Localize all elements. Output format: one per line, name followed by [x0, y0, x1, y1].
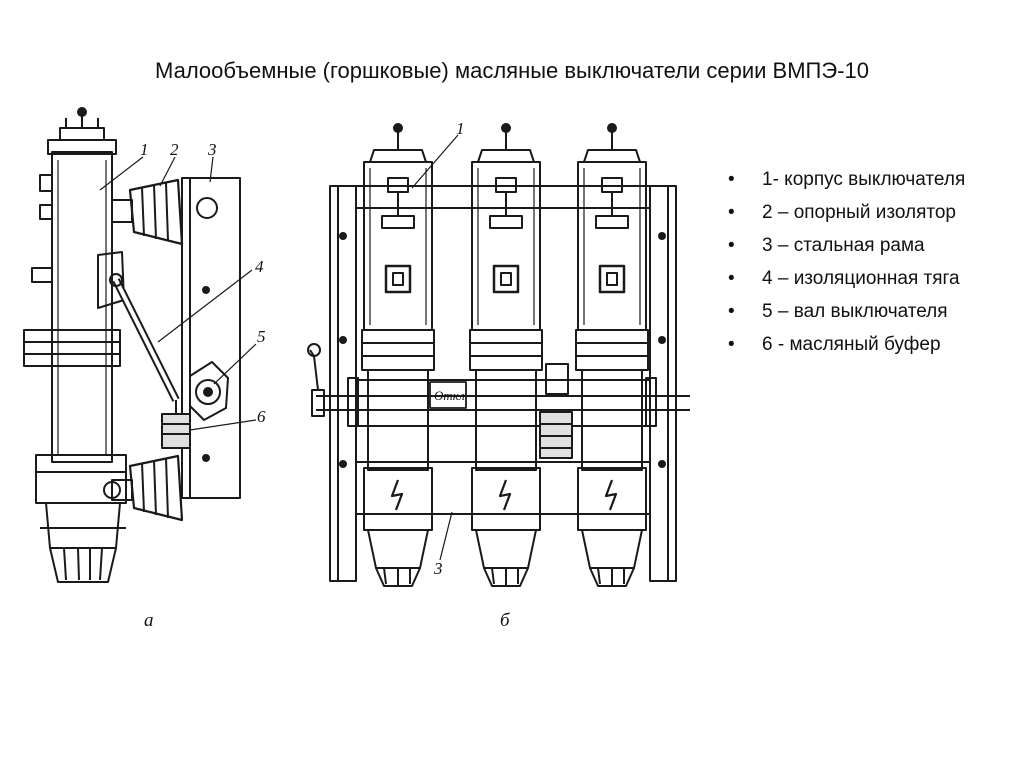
- bullet-icon: •: [728, 202, 735, 223]
- legend-item-text: 6 - масляный буфер: [762, 334, 941, 355]
- callout-b-3: 3: [433, 559, 443, 578]
- bullet-icon: •: [728, 301, 735, 322]
- callout-a-3: 3: [207, 140, 217, 159]
- oil-buffer-b: [539, 363, 573, 459]
- legend-item-text: 5 – вал выключателя: [762, 301, 948, 322]
- legend-item-text: 3 – стальная рама: [762, 235, 925, 256]
- breaker-shaft: [189, 361, 229, 421]
- top-beam: [355, 185, 651, 209]
- pole-1: [361, 123, 435, 587]
- legend-item: • 3 – стальная рама: [728, 232, 1018, 259]
- frame-left-post: [329, 185, 357, 582]
- frame-hole: [196, 197, 218, 219]
- front-view-b: Откл 1 3 б: [307, 119, 690, 631]
- pole-3: [575, 123, 649, 587]
- legend-item: • 1- корпус выключателя: [728, 166, 1018, 193]
- callouts-a: [99, 156, 257, 431]
- drive-shaft: [307, 343, 690, 427]
- insulating-rod: [109, 273, 180, 402]
- off-indicator-label: Откл: [434, 388, 465, 403]
- legend-item-text: 4 – изоляционная тяга: [762, 268, 960, 289]
- bullet-icon: •: [728, 268, 735, 289]
- callout-a-5: 5: [257, 327, 266, 346]
- side-view-a: 1 2 3 4 5 6 а: [23, 107, 266, 631]
- callout-a-1: 1: [140, 140, 149, 159]
- callout-b-1: 1: [456, 119, 465, 138]
- middle-beam: [355, 379, 651, 427]
- bottom-beam: [355, 461, 651, 515]
- oil-buffer: [161, 400, 191, 449]
- bullet-icon: •: [728, 169, 735, 190]
- support-insulator-lower: [103, 454, 184, 522]
- legend-list: • 1- корпус выключателя • 2 – опорный изол…: [728, 166, 1018, 364]
- slide-title: Малообъемные (горшковые) масляные выключ…: [155, 58, 869, 83]
- legend-item-text: 2 – опорный изолятор: [762, 202, 956, 223]
- legend-item: • 6 - масляный буфер: [728, 331, 1018, 358]
- legend-item: • 4 – изоляционная тяга: [728, 265, 1018, 292]
- legend-item: • 2 – опорный изолятор: [728, 199, 1018, 226]
- callouts-b: [411, 134, 459, 561]
- caption-b: б: [500, 610, 511, 631]
- off-indicator-plate: [429, 381, 467, 409]
- caption-a: а: [144, 610, 154, 631]
- breaker-body: [23, 107, 127, 583]
- pole-2: [469, 123, 543, 587]
- callout-a-4: 4: [255, 257, 264, 276]
- bullet-icon: •: [728, 334, 735, 355]
- legend-item-text: 1- корпус выключателя: [762, 169, 966, 190]
- bullet-icon: •: [728, 235, 735, 256]
- frame-right-post: [649, 185, 677, 582]
- support-insulator-upper: [111, 178, 184, 246]
- legend-item: • 5 – вал выключателя: [728, 298, 1018, 325]
- callout-a-2: 2: [170, 140, 179, 159]
- callout-a-6: 6: [257, 407, 266, 426]
